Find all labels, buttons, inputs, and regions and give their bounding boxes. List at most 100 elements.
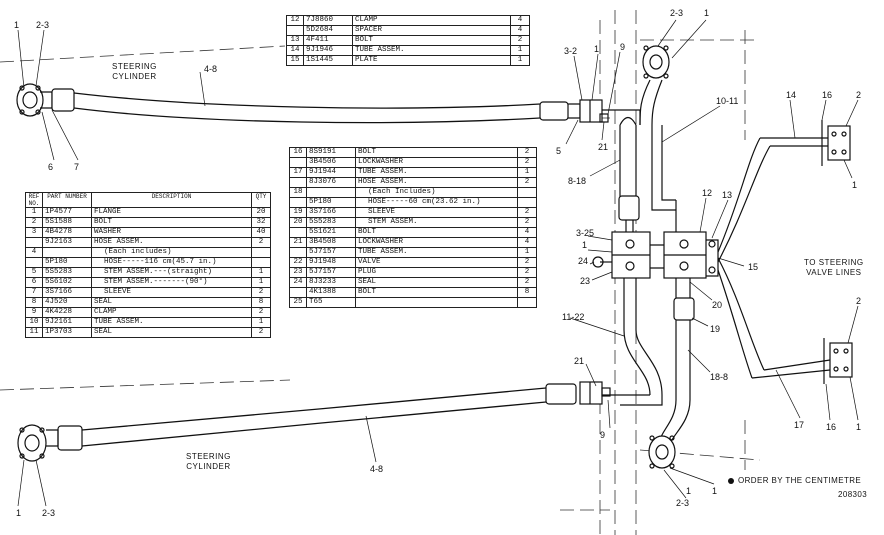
description-text: CLAMP — [355, 16, 378, 24]
part-number-cell: 9J1946 — [303, 45, 353, 56]
qty-cell: 4 — [517, 237, 537, 248]
qty-cell: 2 — [251, 287, 271, 298]
part-number-cell: 8J3233 — [306, 277, 356, 288]
description-cell: BOLT — [355, 227, 518, 238]
callout-label: 17 — [794, 420, 805, 430]
callout-label: 24 — [578, 256, 589, 266]
description-cell: FLANGE — [91, 207, 252, 218]
qty-cell: 4 — [510, 15, 530, 26]
part-number-cell: 9J1948 — [306, 257, 356, 268]
ref-no-cell: 21 — [289, 237, 307, 248]
callout-label: 18-8 — [710, 372, 729, 382]
ref-no-cell: 18 — [289, 187, 307, 198]
ref-no-cell — [289, 157, 307, 168]
ref-no-cell — [289, 197, 307, 208]
part-number-cell: 5S5283 — [306, 217, 356, 228]
callout-label: 21 — [574, 356, 585, 366]
qty-cell: 1 — [251, 267, 271, 278]
description-text: STEM ASSEM.---(straight) — [104, 268, 213, 276]
description-text: TUBE ASSEM. — [94, 318, 144, 326]
qty-cell: 20 — [251, 207, 271, 218]
callout-label: 1 — [856, 422, 862, 432]
qty-cell: 2 — [251, 307, 271, 318]
callout-label: 9 — [620, 42, 626, 52]
ref-no-cell — [286, 25, 304, 36]
callout-label: 2 — [856, 90, 862, 100]
qty-cell: 2 — [517, 177, 537, 188]
callout-label: 11-22 — [562, 312, 585, 322]
qty-cell: 2 — [510, 35, 530, 46]
drawing-number: 208303 — [838, 490, 868, 499]
description-text: SEAL — [94, 328, 113, 336]
ref-no-cell: 13 — [286, 35, 304, 46]
qty-cell: 2 — [517, 147, 537, 158]
qty-cell: 8 — [517, 287, 537, 298]
ref-no-cell: 25 — [289, 297, 307, 308]
qty-cell: 2 — [517, 277, 537, 288]
qty-cell — [251, 257, 271, 268]
description-cell: WASHER — [91, 227, 252, 238]
part-number-cell: 3S7166 — [306, 207, 356, 218]
part-number-cell: 9J2163 — [42, 237, 92, 248]
callout-label: 1 — [686, 486, 692, 496]
callout-label: 2-3 — [670, 8, 684, 18]
ref-no-cell: 8 — [25, 297, 43, 308]
description-cell: BOLT — [352, 35, 511, 46]
part-number-cell — [42, 247, 92, 258]
description-cell: VALVE — [355, 257, 518, 268]
qty-cell: 1 — [517, 247, 537, 258]
ref-no-cell: 15 — [286, 55, 304, 66]
description-text: TUBE ASSEM. — [355, 46, 405, 54]
description-cell: BOLT — [355, 147, 518, 158]
callout-label: 2-3 — [36, 20, 50, 30]
description-text: TUBE ASSEM. — [358, 248, 408, 256]
flange-top-right — [639, 45, 670, 126]
part-number-cell: 5P180 — [42, 257, 92, 268]
description-cell: BOLT — [91, 217, 252, 228]
description-text: PLATE — [355, 56, 378, 64]
ref-no-cell: 20 — [289, 217, 307, 228]
description-cell: STEM ASSEM. — [355, 217, 518, 228]
description-text: WASHER — [94, 228, 122, 236]
part-number-cell: 5S6102 — [42, 277, 92, 288]
valve-right — [663, 231, 719, 279]
callout-label: 12 — [702, 188, 713, 198]
description-cell: STEM ASSEM.-------(90°) — [91, 277, 252, 288]
qty-cell: 1 — [251, 277, 271, 288]
description-text: BOLT — [355, 36, 374, 44]
description-cell: PLUG — [355, 267, 518, 278]
table-row: 18 (Each Includes) — [289, 187, 537, 198]
valve-left — [592, 231, 664, 279]
qty-cell: 2 — [517, 217, 537, 228]
header-description: DESCRIPTION — [91, 192, 252, 208]
flange-bottom-left — [17, 424, 47, 462]
qty-cell: 1 — [510, 45, 530, 56]
qty-cell: 4 — [517, 227, 537, 238]
caption-steering-cylinder-bottom: STEERING CYLINDER — [186, 452, 231, 471]
part-number-cell: 1P3703 — [42, 327, 92, 338]
callout-label: 16 — [822, 90, 833, 100]
part-number-cell: 8J3076 — [306, 177, 356, 188]
callout-label: 21 — [598, 142, 609, 152]
description-text: SLEEVE — [104, 288, 132, 296]
description-text: STEM ASSEM. — [368, 218, 418, 226]
description-cell: (Each Includes) — [355, 187, 518, 198]
ref-no-cell: 23 — [289, 267, 307, 278]
part-number-cell: 4F411 — [303, 35, 353, 46]
callout-label: 1 — [582, 240, 588, 250]
header-ref-no: REF NO. — [25, 192, 43, 208]
description-text: STEM ASSEM.-------(90°) — [104, 278, 208, 286]
part-number-cell — [306, 187, 356, 198]
callout-label: 2-3 — [42, 508, 56, 518]
callout-label: 6 — [48, 162, 54, 172]
